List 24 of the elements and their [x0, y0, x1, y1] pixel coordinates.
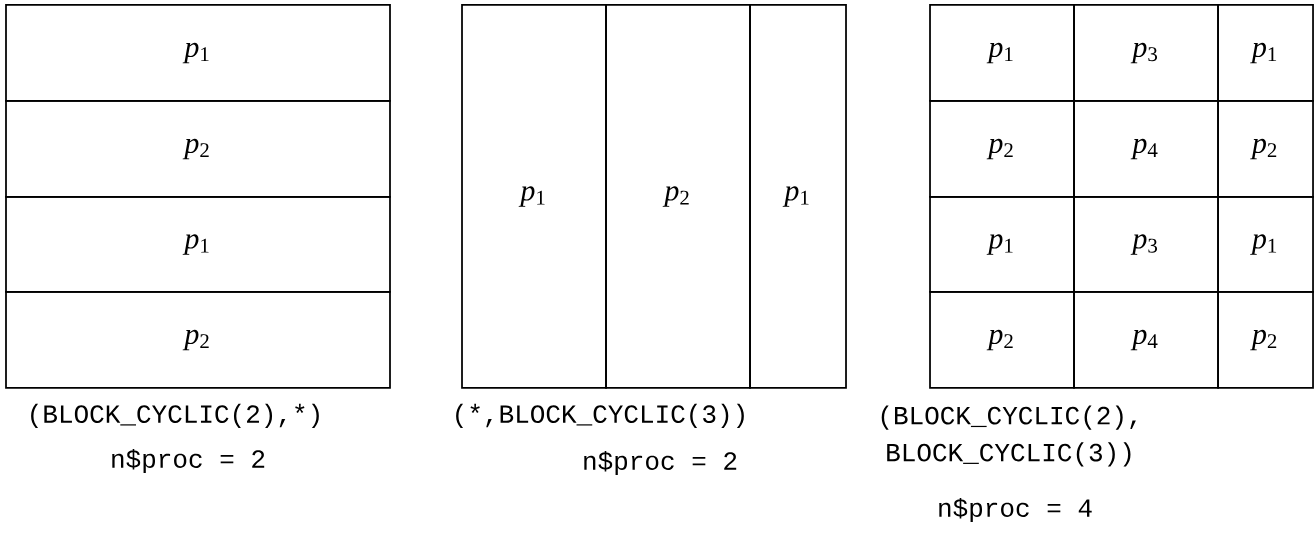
caption-text: (BLOCK_CYCLIC(2), BLOCK_CYCLIC(3)): [881, 405, 1136, 467]
grid-cell: p$_{1}$: [749, 4, 847, 389]
grid-cell: p$_{1}$: [929, 196, 1075, 293]
grid-cell: p$_{1}$: [929, 4, 1075, 102]
grid-cell: p$_{2}$: [5, 291, 391, 389]
caption-text: n$proc = 2: [584, 450, 737, 476]
grid-cell: p$_{2}$: [1217, 100, 1314, 198]
grid-cell: p$_{3}$: [1073, 196, 1219, 293]
caption-text: (*,BLOCK_CYCLIC(3)): [456, 403, 744, 429]
grid-cell: p$_{1}$: [1217, 4, 1314, 102]
grid-cell: p$_{1}$: [5, 196, 391, 293]
grid-cell: p$_{1}$: [461, 4, 607, 389]
grid-cell: p$_{3}$: [1073, 4, 1219, 102]
caption-text: n$proc = 2: [112, 448, 265, 474]
grid-cell: p$_{2}$: [605, 4, 751, 389]
grid-cell: p$_{4}$: [1073, 291, 1219, 389]
caption-text: n$proc = 4: [939, 497, 1092, 523]
grid-cell: p$_{1}$: [1217, 196, 1314, 293]
grid-cell: p$_{2}$: [5, 100, 391, 198]
grid-cell: p$_{2}$: [1217, 291, 1314, 389]
grid-cell: p$_{1}$: [5, 4, 391, 102]
grid-cell: p$_{4}$: [1073, 100, 1219, 198]
grid-cell: p$_{2}$: [929, 100, 1075, 198]
grid-cell: p$_{2}$: [929, 291, 1075, 389]
